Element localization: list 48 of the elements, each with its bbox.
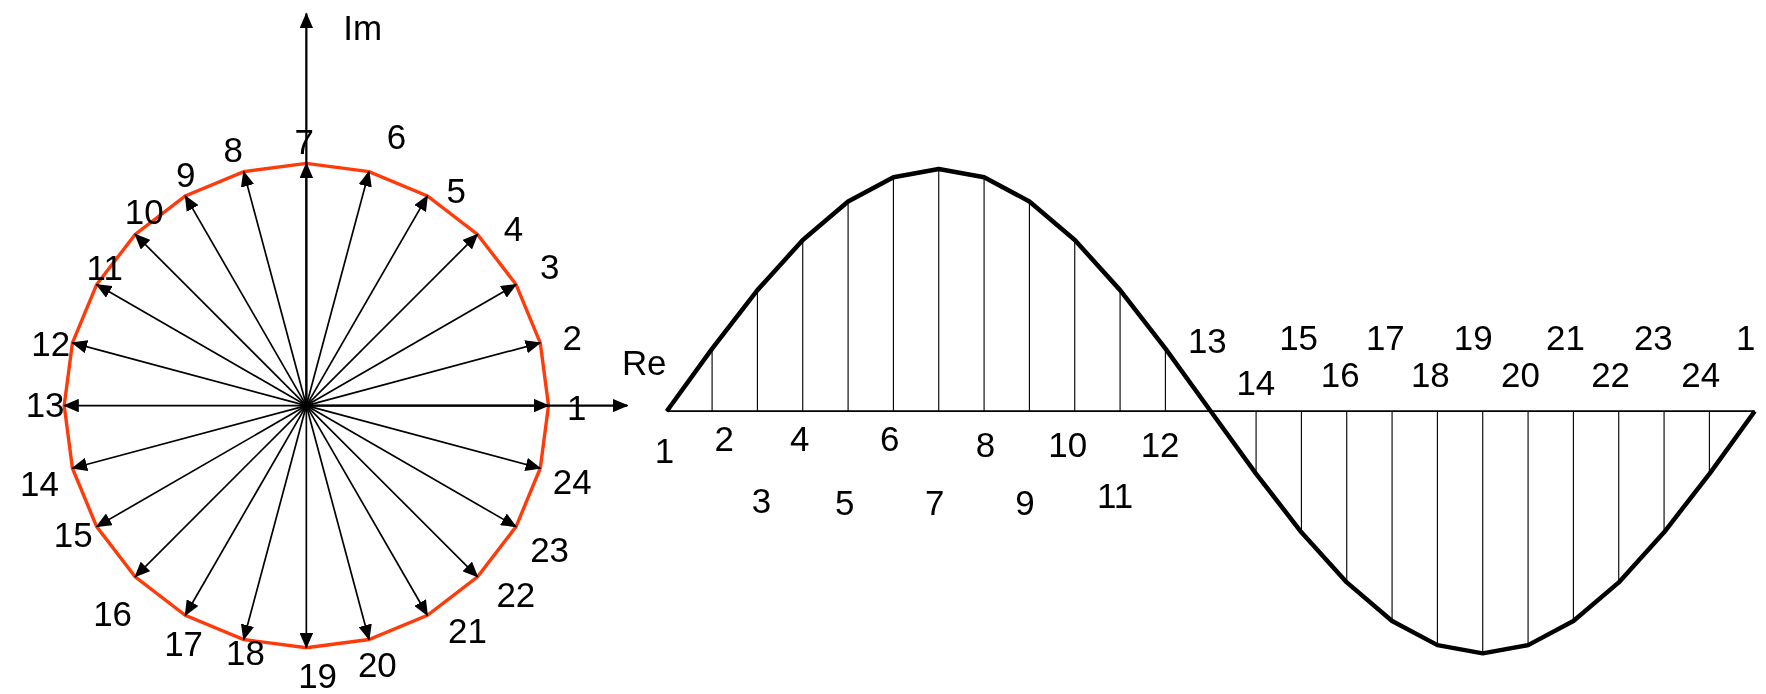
point-number: 10	[1048, 427, 1088, 463]
point-number: 9	[176, 157, 196, 192]
point-number: 24	[1681, 357, 1721, 393]
point-number: 8	[223, 132, 243, 168]
point-number: 3	[751, 483, 772, 519]
point-number: 23	[530, 532, 569, 568]
point-number: 1	[654, 433, 675, 468]
point-number: 5	[835, 486, 855, 521]
point-number: 8	[975, 427, 996, 463]
point-number: 10	[124, 194, 164, 230]
point-number: 20	[1501, 357, 1540, 393]
point-number: 19	[298, 658, 337, 694]
point-number: 3	[539, 249, 560, 285]
point-number: 21	[448, 613, 487, 649]
point-number: 4	[503, 211, 524, 247]
axis-label: Re	[621, 345, 667, 381]
point-number: 22	[1591, 357, 1630, 393]
point-number: 12	[1140, 427, 1180, 463]
point-number: 14	[20, 466, 59, 502]
point-number: 12	[31, 326, 71, 361]
point-number: 11	[1096, 478, 1134, 513]
point-number: 16	[93, 596, 133, 632]
point-number: 15	[53, 517, 93, 553]
point-number: 6	[386, 119, 407, 155]
point-number: 14	[1236, 365, 1276, 401]
point-number: 17	[1365, 320, 1405, 356]
point-number: 2	[562, 320, 582, 356]
point-number: 21	[1546, 320, 1585, 356]
point-number: 22	[496, 577, 536, 613]
point-number: 18	[1410, 357, 1450, 393]
point-number: 1	[1736, 320, 1756, 356]
point-number: 24	[552, 464, 592, 500]
point-number: 13	[25, 388, 65, 423]
point-number: 15	[1279, 320, 1318, 356]
axis-label: Im	[343, 10, 383, 46]
point-number: 20	[357, 647, 397, 682]
point-number: 17	[164, 626, 203, 662]
point-number: 18	[226, 635, 265, 671]
point-number: 6	[880, 421, 900, 457]
point-number: 7	[925, 486, 945, 521]
point-number: 16	[1320, 357, 1360, 393]
point-number: 19	[1453, 320, 1493, 356]
point-number: 13	[1187, 323, 1227, 359]
point-number: 5	[446, 174, 466, 209]
point-number: 9	[1015, 486, 1035, 521]
point-number: 4	[789, 421, 810, 457]
point-number: 2	[714, 421, 734, 457]
point-number: 23	[1633, 320, 1673, 356]
